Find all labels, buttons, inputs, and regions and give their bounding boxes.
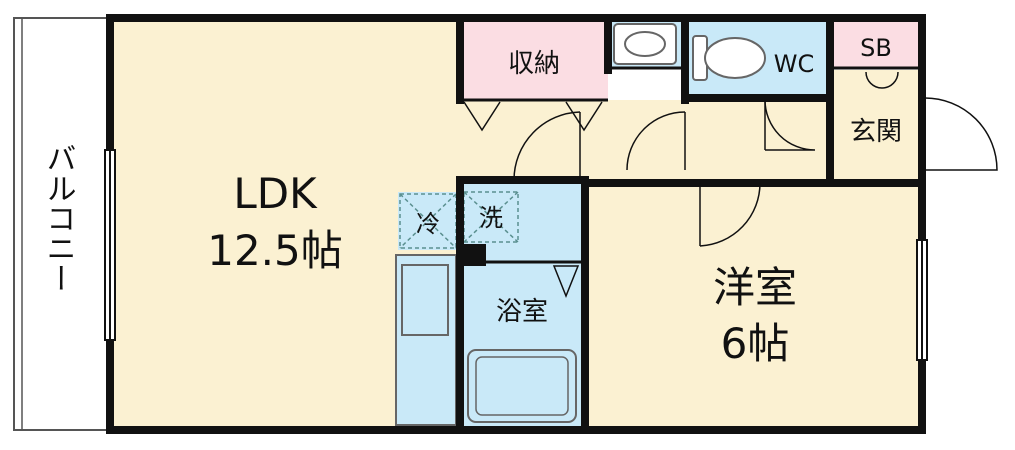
entrance-floor [830,70,922,180]
wall-pillar [458,244,486,266]
toilet-bowl [704,37,766,79]
fridge-label: 冷 [416,210,440,238]
balcony-area [13,17,111,431]
basin-bowl [624,31,666,57]
bathroom-label: 浴室 [496,297,548,327]
bathtub [467,349,577,423]
ldk-size-label: 12.5帖 [207,226,343,275]
windows [104,149,928,361]
doors [463,71,998,299]
shoe-box-label: SB [860,34,892,62]
balcony-label: バルコニー [41,143,76,293]
kitchen-counter [395,254,457,426]
hall-floor-2 [685,100,830,180]
entrance-label: 玄関 [850,117,902,147]
ldk-label: LDK [233,169,318,218]
shoe-box-floor [830,18,922,68]
storage-floor [460,18,608,100]
kitchen-sink [401,264,449,336]
bathtub-inner [475,356,569,416]
western-room-label: 洋室 [713,263,797,312]
western-floor [585,180,922,430]
fridge-cross [399,193,457,249]
toilet-label: WC [774,50,815,78]
washer-label: 洗 [479,204,503,232]
western-size-label: 6帖 [721,319,790,368]
storage-label: 収納 [508,49,560,79]
wash-basin [613,23,677,65]
